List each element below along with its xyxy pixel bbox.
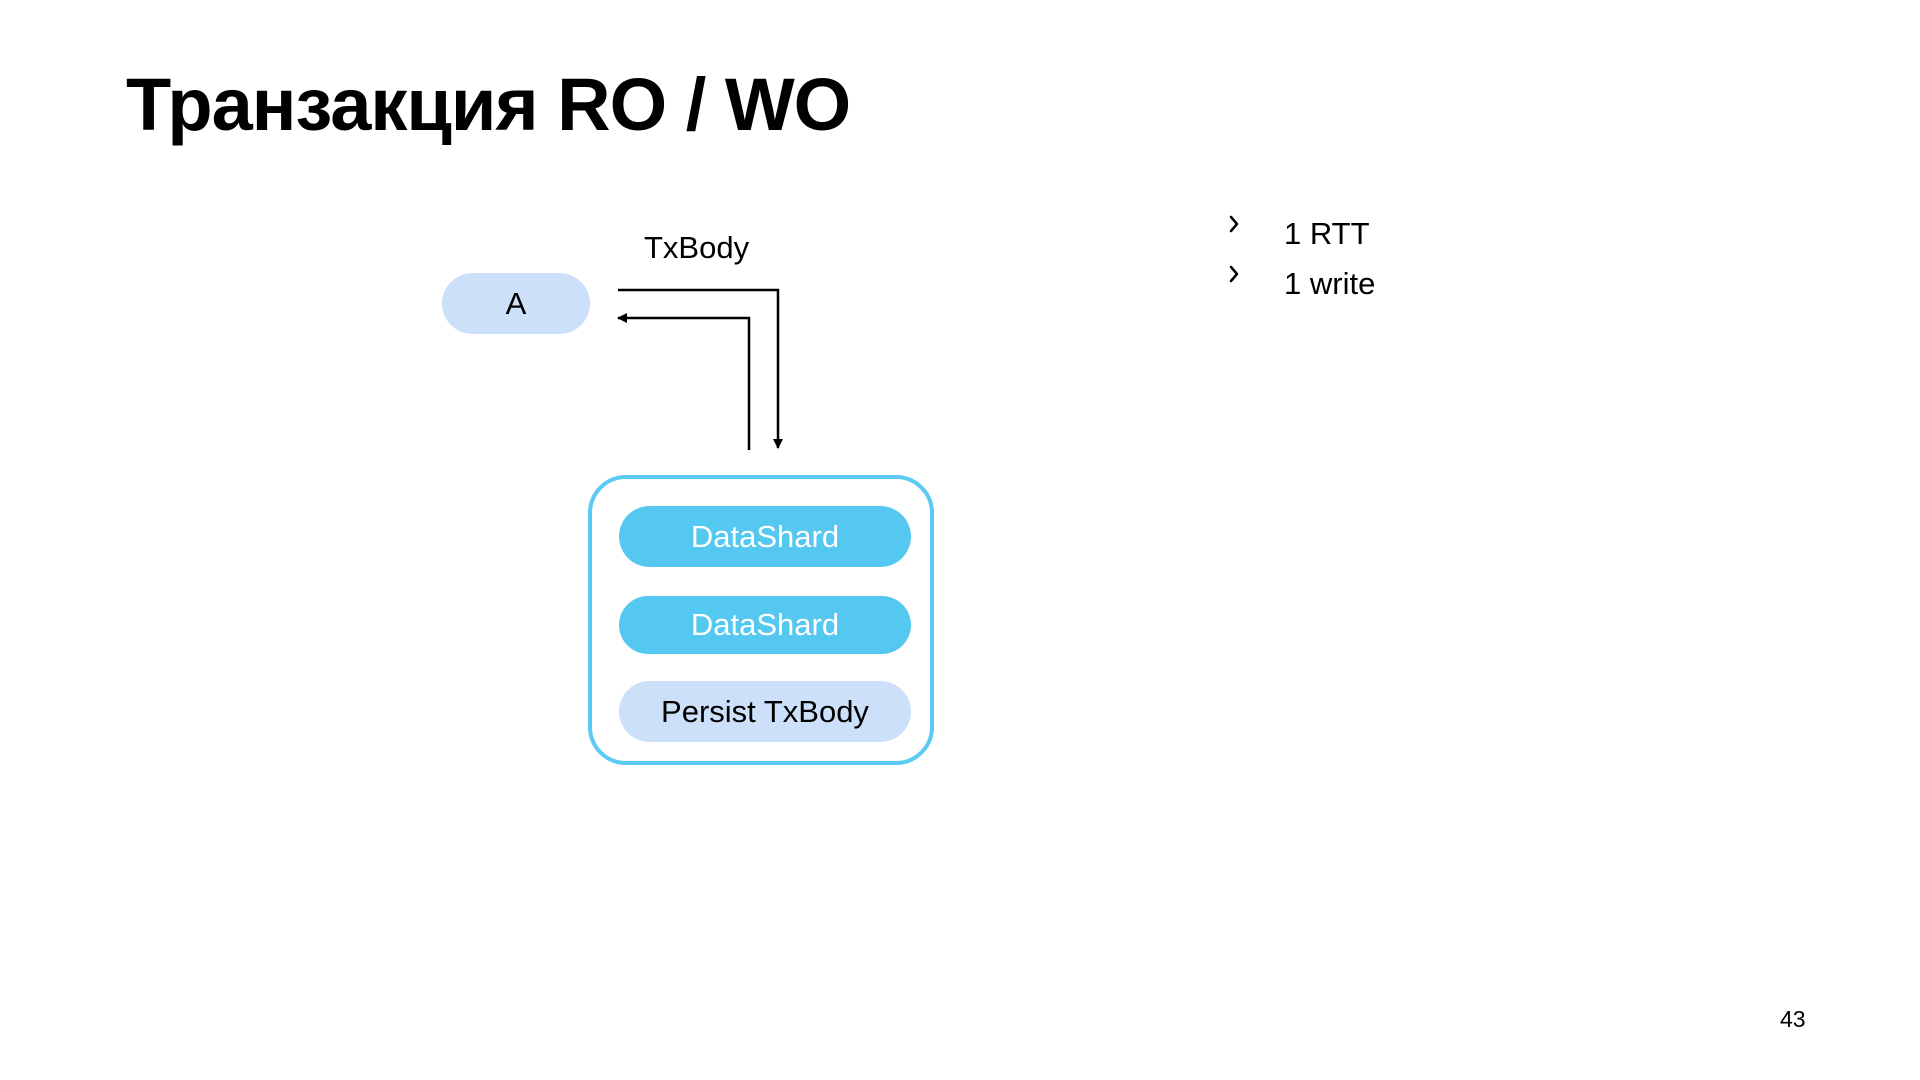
page-number: 43 [1780, 1006, 1806, 1032]
datashard-node: DataShard [619, 506, 911, 567]
persist-txbody-label: Persist TxBody [661, 693, 869, 729]
response-arrow [617, 313, 751, 450]
persist-txbody-node: Persist TxBody [619, 681, 911, 742]
bullet-text: 1 write [1284, 266, 1376, 301]
shard-group: DataShard DataShard Persist TxBody [588, 475, 934, 765]
txbody-edge-label: TxBody [644, 230, 750, 265]
datashard-label: DataShard [690, 518, 840, 554]
client-node-label: A [505, 285, 527, 321]
bullet-text: 1 RTT [1284, 216, 1370, 251]
datashard-label: DataShard [690, 607, 840, 642]
request-arrow [618, 288, 783, 449]
chevron-right-icon [1229, 215, 1239, 233]
slide-title: Транзакция RO / WO [126, 63, 851, 146]
chevron-right-icon [1229, 265, 1239, 283]
datashard-node: DataShard [619, 596, 911, 654]
client-node: A [442, 273, 590, 334]
